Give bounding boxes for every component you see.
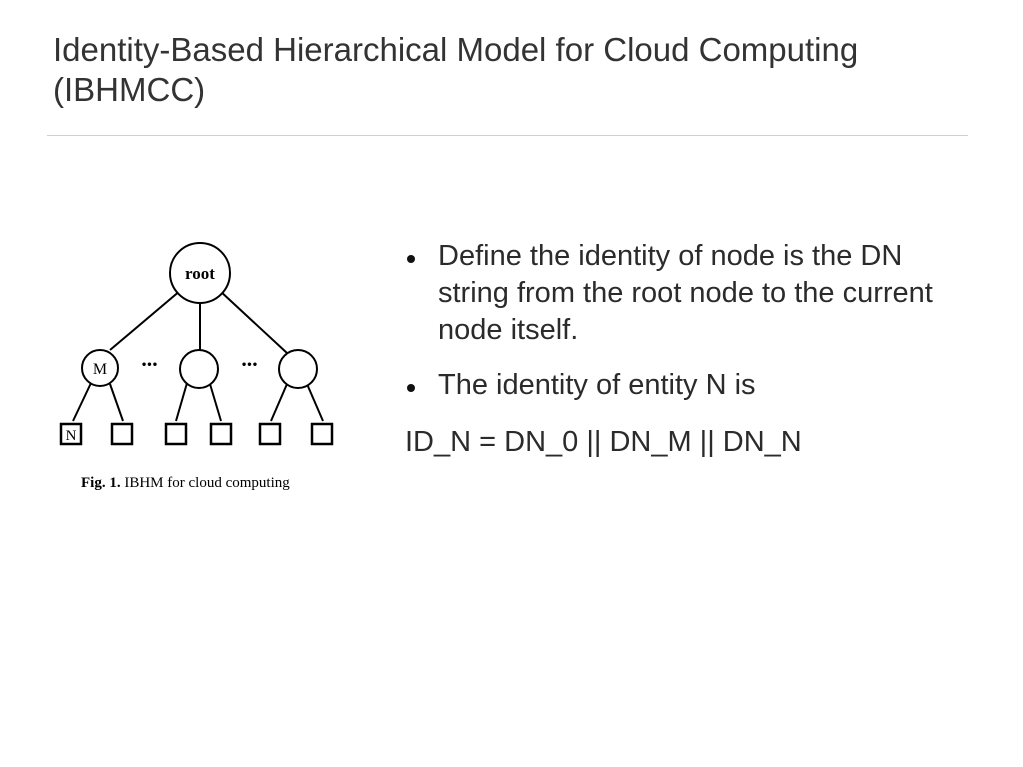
node-right xyxy=(278,349,318,389)
edge-m-n xyxy=(72,382,92,422)
edge-mid-leaf3 xyxy=(175,382,188,422)
bullet-list: Define the identity of node is the DN st… xyxy=(405,238,975,422)
root-node xyxy=(169,242,231,304)
ibhm-figure: root M ••• ••• N Fig. 1. IBHM for cloud … xyxy=(55,238,345,498)
node-middle xyxy=(179,349,219,389)
edge-right-leaf6 xyxy=(306,383,324,422)
hierarchy-diagram: root M ••• ••• N Fig. 1. IBHM for cloud … xyxy=(59,242,334,491)
slide-title: Identity-Based Hierarchical Model for Cl… xyxy=(53,31,859,108)
figure-caption: Fig. 1. IBHM for cloud computing xyxy=(81,475,290,491)
bullet-dot-icon xyxy=(407,384,415,392)
bullet-item: The identity of entity N is xyxy=(405,367,975,404)
edge-right-leaf5 xyxy=(270,383,288,422)
ellipsis-right: ••• xyxy=(241,360,257,371)
root-label: root xyxy=(185,264,215,283)
leaf-node xyxy=(310,422,334,446)
edge-mid-leaf4 xyxy=(209,383,222,422)
caption-text: IBHM for cloud computing xyxy=(121,475,291,491)
leaf-n-label: N xyxy=(66,428,77,444)
caption-prefix: Fig. 1. xyxy=(81,475,121,491)
leaf-n xyxy=(59,422,83,446)
bullet-text: Define the identity of node is the DN st… xyxy=(438,240,933,346)
title-divider xyxy=(47,135,968,136)
node-m xyxy=(81,349,119,387)
edge-root-right xyxy=(218,289,288,354)
leaf-node xyxy=(258,422,282,446)
bullet-text: The identity of entity N is xyxy=(438,369,756,401)
node-m-label: M xyxy=(93,361,107,378)
leaf-node xyxy=(164,422,188,446)
leaf-node xyxy=(110,422,134,446)
edge-m-leaf2 xyxy=(109,383,124,422)
identity-formula: ID_N = DN_0 || DN_M || DN_N xyxy=(405,426,802,458)
ellipsis-left: ••• xyxy=(141,360,157,371)
edge-root-m xyxy=(109,289,182,351)
bullet-dot-icon xyxy=(407,255,415,263)
leaf-node xyxy=(209,422,233,446)
bullet-item: Define the identity of node is the DN st… xyxy=(405,238,975,349)
